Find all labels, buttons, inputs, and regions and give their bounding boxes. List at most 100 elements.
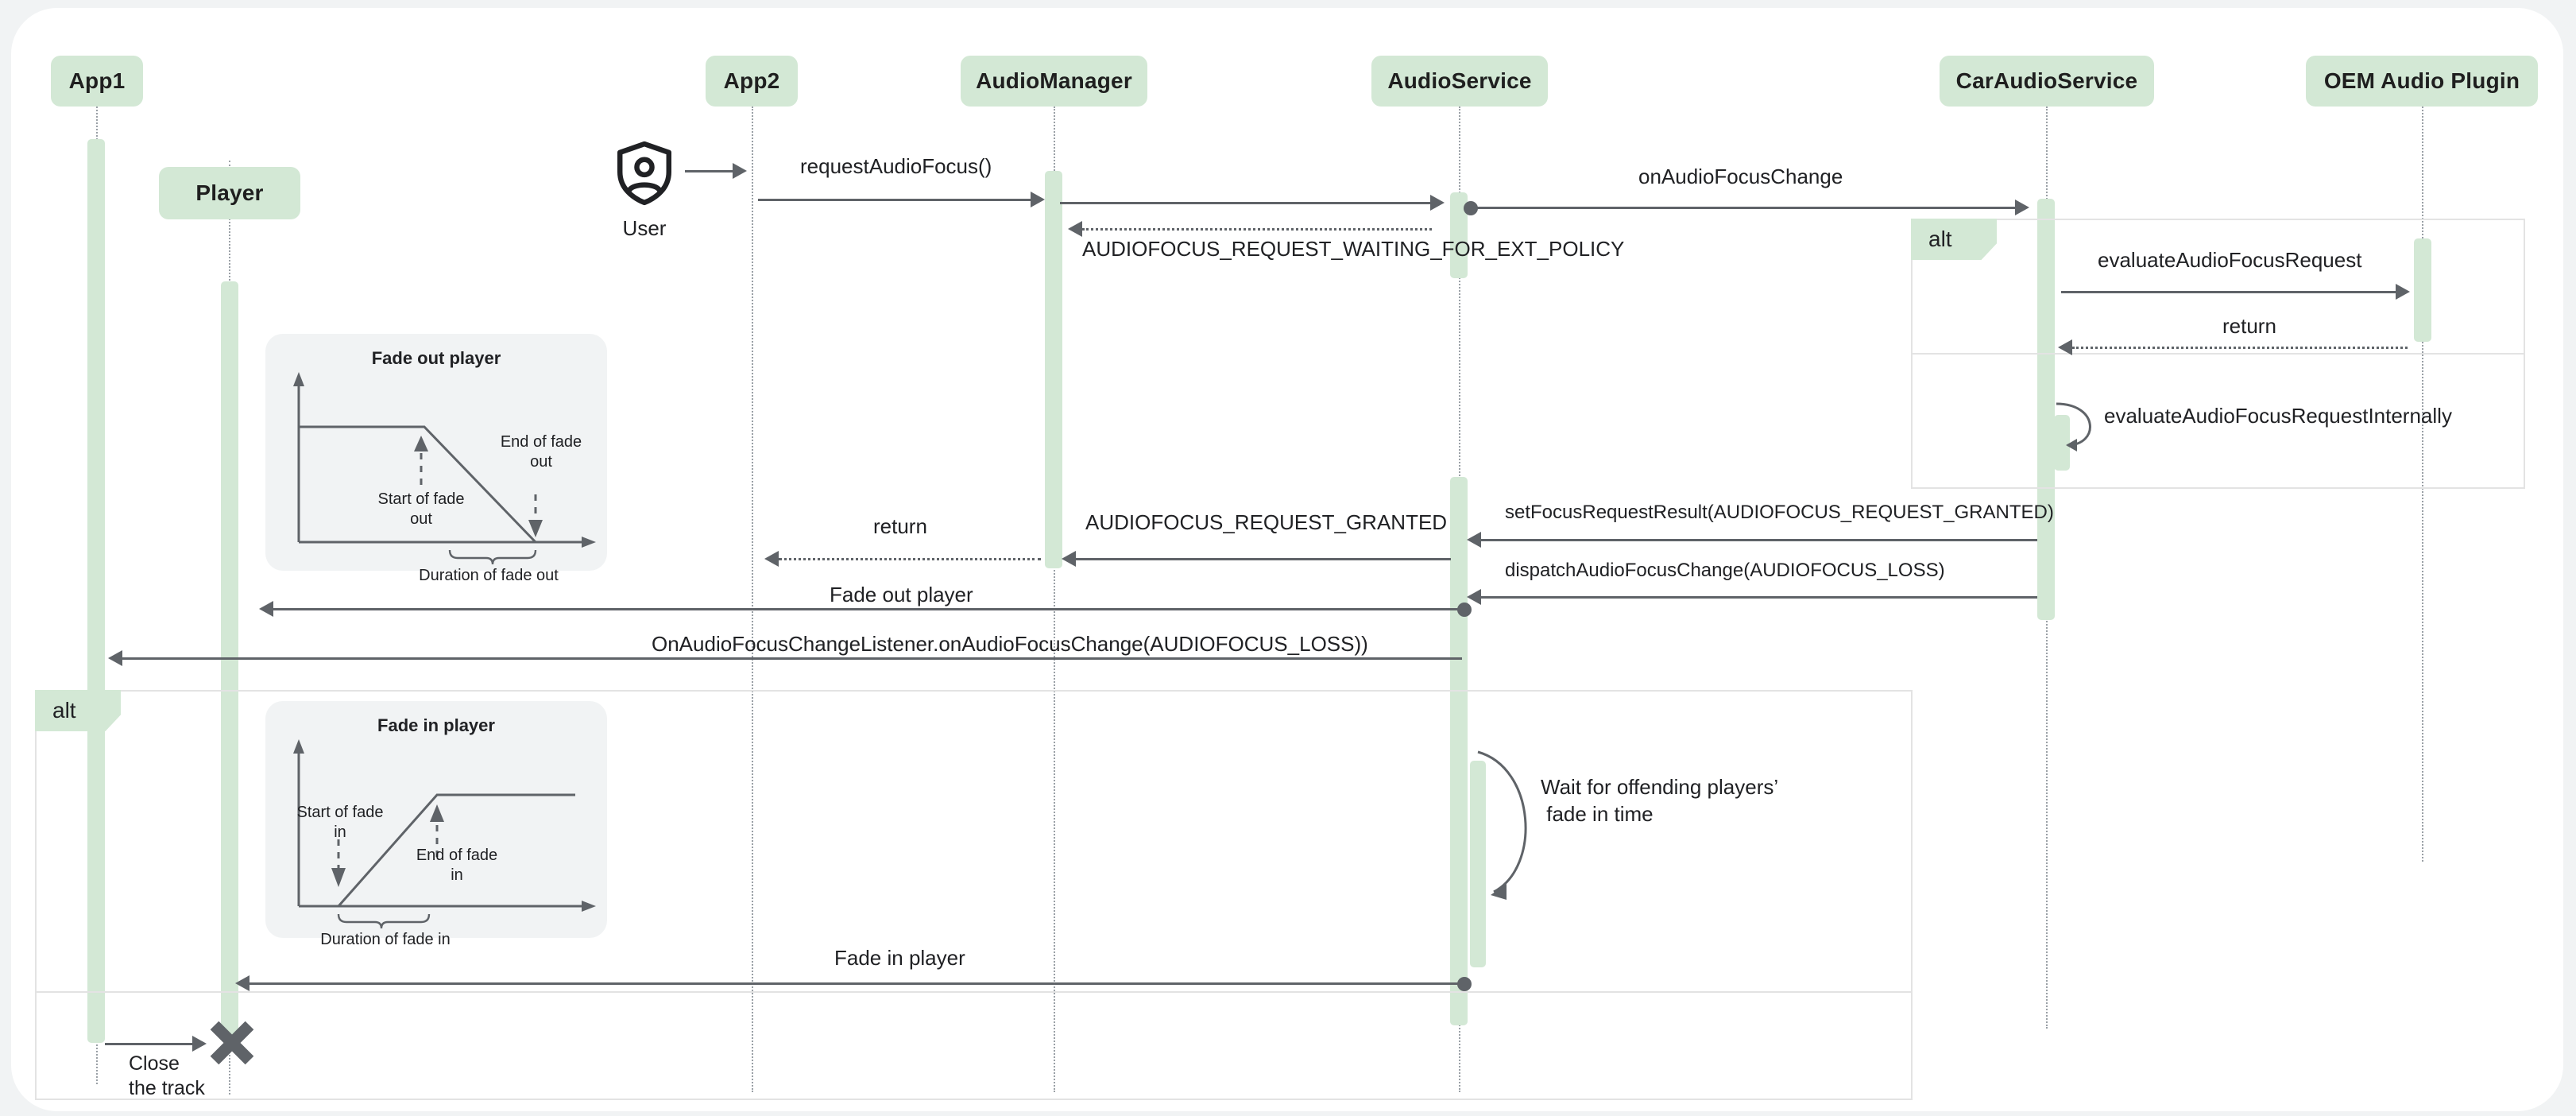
actor-app2[interactable]: App2 — [706, 56, 798, 107]
fade-out-chart-title: Fade out player — [371, 348, 501, 368]
msg-set-focus-result-line — [1481, 539, 2037, 541]
msg-on-audio-focus-change-arrow — [2015, 200, 2029, 215]
msg-wait-fade-in-line2: fade in time — [1541, 802, 1654, 827]
alt-left-divider — [35, 991, 1913, 993]
msg-return-2-label: return — [873, 514, 927, 538]
fade-in-duration-text: Duration of fade in — [320, 931, 451, 948]
msg-waiting-ext-policy-arrow — [1068, 221, 1082, 237]
msg-user-to-app2-line — [685, 170, 734, 172]
msg-listener-on-change-line — [122, 657, 1462, 660]
msg-return-2-line — [779, 558, 1041, 560]
msg-wait-fade-in-label: Wait for offending players’ fade in time — [1541, 773, 1778, 828]
fade-out-start-text: Start of fade out — [377, 490, 465, 528]
msg-request-audio-focus-arrow — [1031, 192, 1045, 207]
msg-fade-in-player-arrow — [235, 975, 249, 991]
msg-evaluate-request-label: evaluateAudioFocusRequest — [2098, 248, 2362, 272]
user-shield-icon — [615, 141, 674, 206]
msg-dispatch-loss-label: dispatchAudioFocusChange(AUDIOFOCUS_LOSS… — [1505, 560, 1945, 581]
actor-app1[interactable]: App1 — [51, 56, 143, 107]
fade-out-start-label: Start of fade out — [370, 490, 472, 529]
msg-am-to-as-line — [1060, 202, 1432, 204]
diagram-canvas: App1 Player App2 AudioManager AudioServi… — [11, 8, 2563, 1111]
actor-audioservice-label: AudioService — [1387, 68, 1532, 93]
msg-request-granted-label: AUDIOFOCUS_REQUEST_GRANTED — [1085, 510, 1448, 534]
msg-fade-out-player-arrow — [259, 601, 273, 617]
actor-caraudioservice[interactable]: CarAudioService — [1940, 56, 2154, 107]
actor-app1-label: App1 — [68, 68, 126, 93]
msg-fade-out-player-line — [273, 608, 1462, 610]
msg-request-granted-line — [1076, 558, 1451, 560]
fade-in-chart: Fade in player Start of fade in — [265, 701, 607, 948]
msg-dispatch-loss-arrow — [1467, 589, 1481, 605]
msg-evaluate-request-arrow — [2396, 284, 2410, 300]
fade-in-end-label: End of fade in — [412, 846, 502, 885]
fade-in-end-text: End of fade in — [416, 847, 498, 884]
activation-caraudioservice-self — [2054, 415, 2070, 471]
msg-am-to-as-arrow — [1430, 195, 1445, 211]
msg-close-track-line2: the track — [129, 1077, 205, 1100]
activation-audioservice-1 — [1450, 192, 1468, 278]
msg-close-track-line — [105, 1043, 194, 1045]
alt-right-label: alt — [1911, 219, 1997, 260]
destroy-x-icon — [208, 1019, 256, 1067]
msg-evaluate-internally-label: evaluateAudioFocusRequestInternally — [2104, 404, 2452, 428]
msg-user-to-app2-arrow — [733, 163, 747, 179]
msg-fade-out-player-label: Fade out player — [830, 583, 973, 606]
msg-wait-fade-in-selfarrow — [1473, 747, 1567, 906]
msg-fade-in-player-label: Fade in player — [834, 946, 965, 970]
activation-app1 — [87, 139, 105, 1043]
msg-close-track-label: Close the track — [129, 1052, 205, 1102]
msg-set-focus-result-arrow — [1467, 532, 1481, 548]
msg-waiting-ext-policy-line — [1082, 228, 1432, 231]
fade-out-chart: Fade out player Start of fa — [265, 334, 607, 584]
msg-return-1-label: return — [2222, 314, 2276, 338]
alt-right-text: alt — [1928, 227, 1952, 251]
activation-audioservice-wait — [1470, 761, 1486, 967]
msg-on-audio-focus-change-line — [1470, 207, 2016, 209]
alt-fragment-left — [35, 690, 1913, 1100]
msg-set-focus-result-label: setFocusRequestResult(AUDIOFOCUS_REQUEST… — [1505, 502, 2054, 523]
fade-out-end-text: End of fade out — [500, 433, 582, 471]
actor-player-label: Player — [195, 180, 264, 205]
msg-fade-in-origin — [1457, 977, 1472, 991]
actor-audiomanager[interactable]: AudioManager — [961, 56, 1147, 107]
activation-oemplugin — [2414, 238, 2431, 342]
activation-player — [221, 281, 238, 1041]
msg-waiting-ext-policy-label: AUDIOFOCUS_REQUEST_WAITING_FOR_EXT_POLIC… — [1082, 237, 1625, 261]
fade-out-duration-text: Duration of fade out — [419, 567, 559, 584]
msg-dispatch-loss-line — [1481, 596, 2037, 599]
actor-caraudioservice-label: CarAudioService — [1955, 68, 2138, 93]
msg-request-audio-focus-line — [758, 199, 1033, 201]
msg-evaluate-request-line — [2061, 291, 2398, 293]
msg-close-track-arrow — [192, 1036, 207, 1052]
msg-request-audio-focus-label: requestAudioFocus() — [800, 154, 992, 178]
lifeline-app2 — [752, 107, 753, 1092]
activation-caraudioservice — [2037, 199, 2055, 620]
msg-return-1-line — [2072, 347, 2408, 349]
msg-wait-fade-in-line1: Wait for offending players’ — [1541, 775, 1779, 799]
fade-in-start-text: Start of fade in — [296, 804, 384, 841]
fade-in-chart-title: Fade in player — [377, 715, 495, 735]
fade-in-duration-label: Duration of fade in — [294, 930, 477, 950]
user-label: User — [622, 216, 667, 240]
msg-request-granted-arrow — [1062, 551, 1076, 567]
alt-right-divider — [1911, 353, 2525, 355]
fade-in-start-label: Start of fade in — [289, 803, 391, 843]
msg-return-1-arrow — [2058, 339, 2072, 355]
actor-player[interactable]: Player — [159, 167, 300, 219]
msg-fade-out-origin — [1457, 603, 1472, 617]
alt-left-label: alt — [35, 690, 121, 731]
fade-out-duration-label: Duration of fade out — [397, 566, 580, 586]
alt-left-text: alt — [52, 698, 76, 723]
lifeline-oemplugin — [2422, 107, 2423, 862]
activation-audiomanager — [1045, 171, 1062, 568]
actor-oemplugin-label: OEM Audio Plugin — [2323, 68, 2520, 93]
actor-audioservice[interactable]: AudioService — [1371, 56, 1548, 107]
msg-listener-on-change-arrow — [108, 650, 122, 666]
msg-return-2-arrow — [764, 551, 779, 567]
msg-evaluate-internally-selfarrow — [2053, 399, 2122, 466]
lifeline-audiomanager — [1054, 107, 1055, 1092]
msg-close-track-line1: Close — [129, 1052, 180, 1075]
actor-oemplugin[interactable]: OEM Audio Plugin — [2306, 56, 2538, 107]
